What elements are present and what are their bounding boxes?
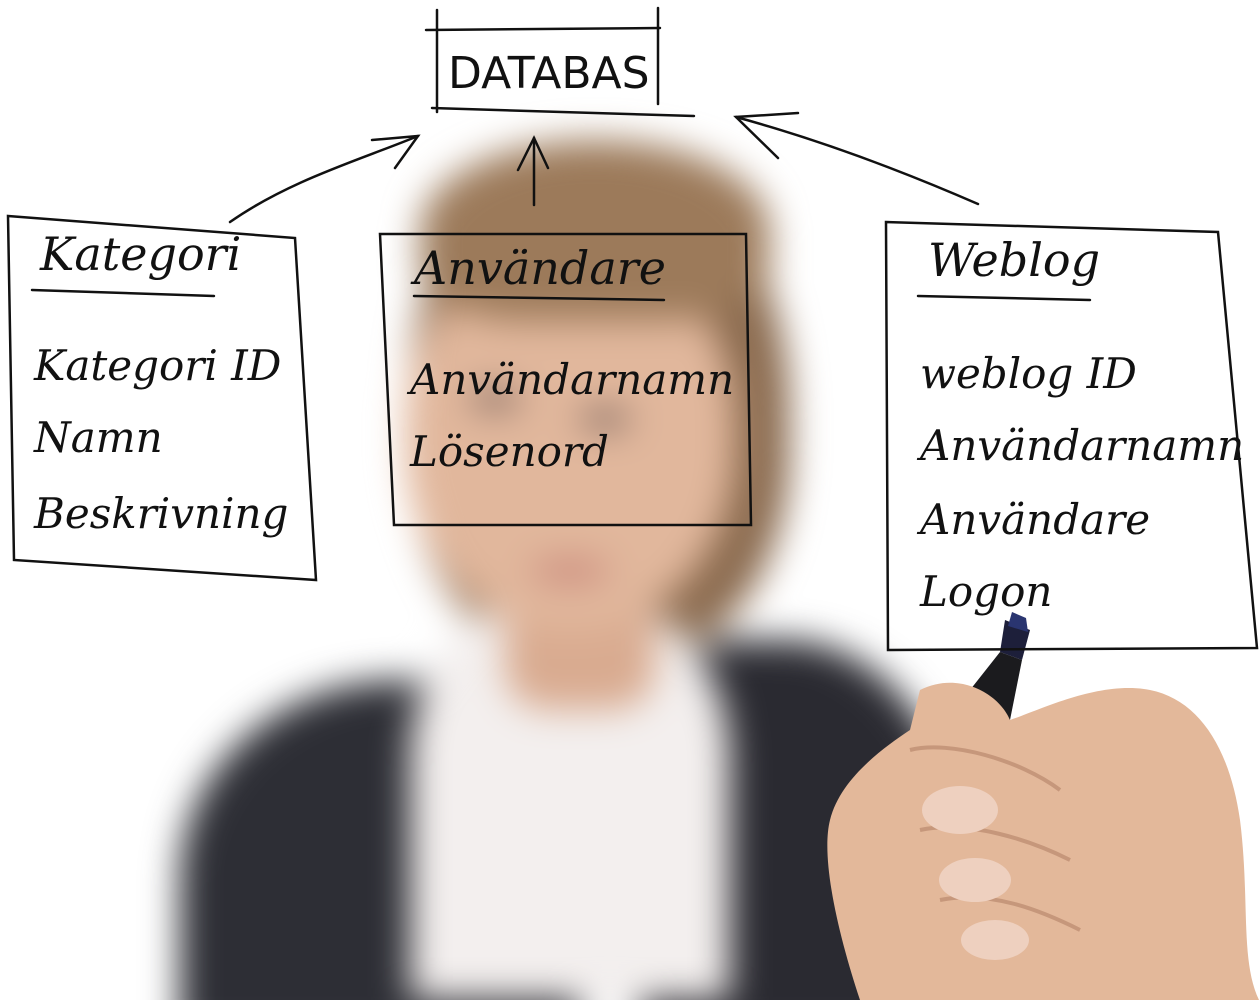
table-title-weblog: Weblog	[928, 233, 1100, 287]
field-anvandarnamn: Användarnamn	[406, 355, 734, 404]
mouth	[530, 560, 610, 582]
eye-left	[470, 390, 520, 408]
field-weblog-anvandare: Användare	[916, 495, 1150, 544]
database-label: DATABAS	[448, 48, 650, 99]
field-weblog-id: weblog ID	[920, 349, 1137, 398]
hair-top	[420, 140, 770, 320]
field-beskrivning: Beskrivning	[33, 489, 288, 538]
hand-with-marker	[827, 612, 1259, 1000]
field-weblog-anvandarnamn: Användarnamn	[916, 421, 1244, 470]
field-losenord: Lösenord	[409, 427, 609, 476]
table-title-anvandare: Användare	[410, 241, 666, 295]
table-title-kategori: Kategori	[39, 227, 241, 281]
field-namn: Namn	[33, 413, 163, 462]
field-kategori-id: Kategori ID	[33, 341, 281, 390]
diagram-strokes	[6, 6, 1259, 652]
field-logon: Logon	[919, 567, 1052, 616]
eye-right	[580, 410, 630, 428]
hand-icon	[827, 682, 1259, 1000]
